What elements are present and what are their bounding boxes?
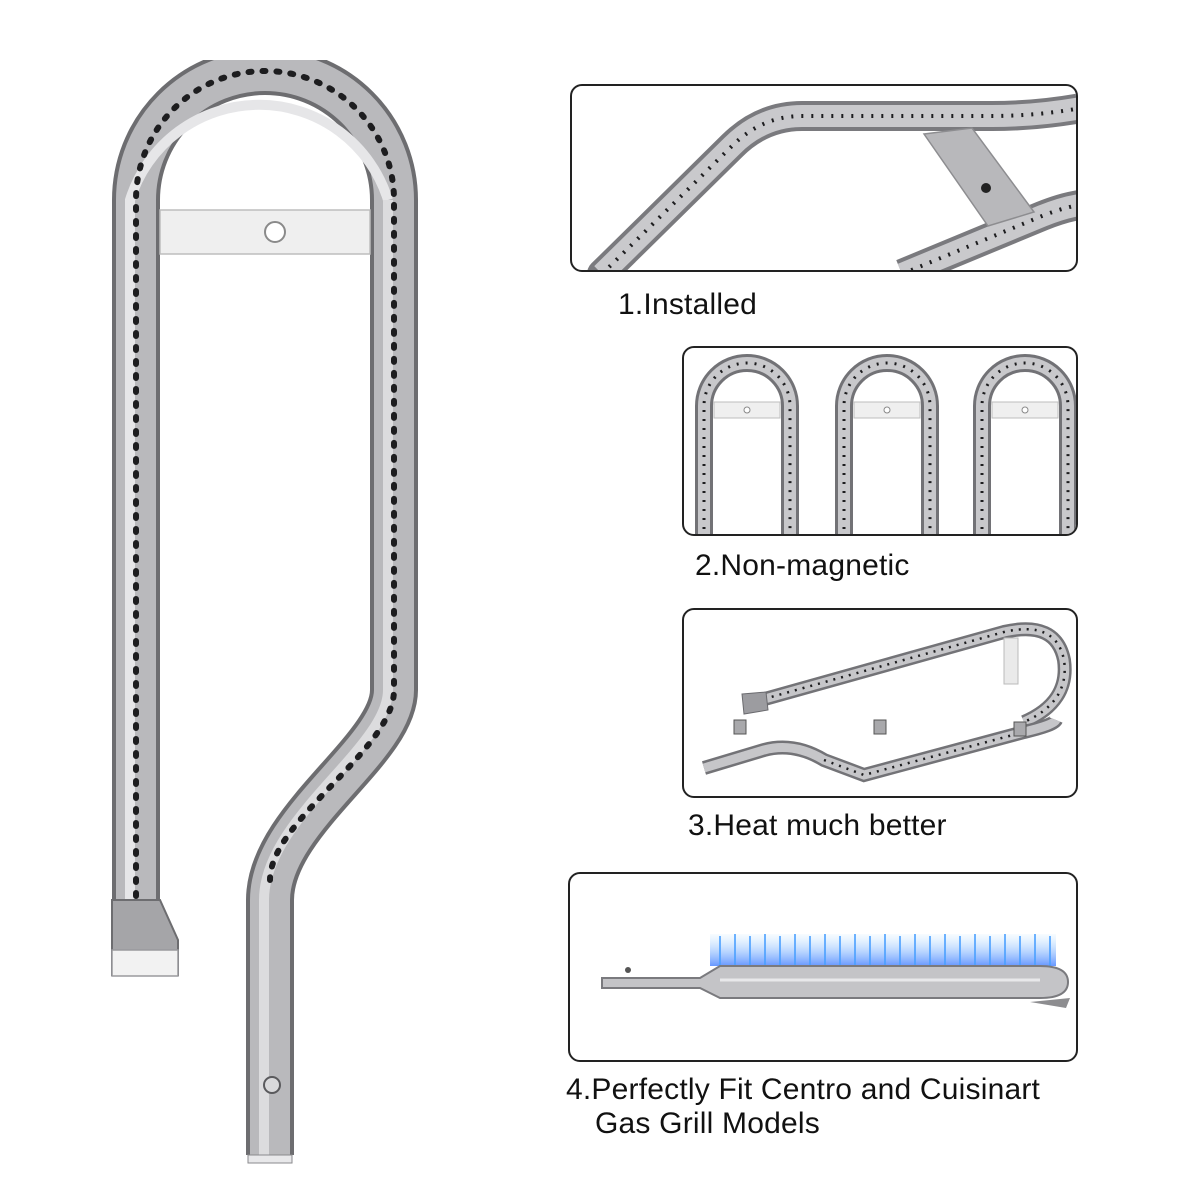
caption-non-magnetic: 2.Non-magnetic (695, 549, 910, 582)
fit-panel (568, 872, 1078, 1062)
caption-installed: 1.Installed (618, 288, 757, 321)
heat-panel (682, 608, 1078, 798)
caption-heat: 3.Heat much better (688, 809, 947, 842)
burner-parts-image (701, 622, 1072, 783)
caption-fit-line2: Gas Grill Models (595, 1107, 820, 1140)
burner-flame-image (601, 934, 1070, 1008)
three-burners-image (695, 348, 1078, 534)
installed-panel (570, 84, 1078, 272)
burner-tube-image (111, 60, 418, 1164)
non-magnetic-panel (682, 346, 1078, 536)
caption-fit-line1: 4.Perfectly Fit Centro and Cuisinart (566, 1073, 1041, 1106)
installed-burner-image (587, 93, 1076, 270)
